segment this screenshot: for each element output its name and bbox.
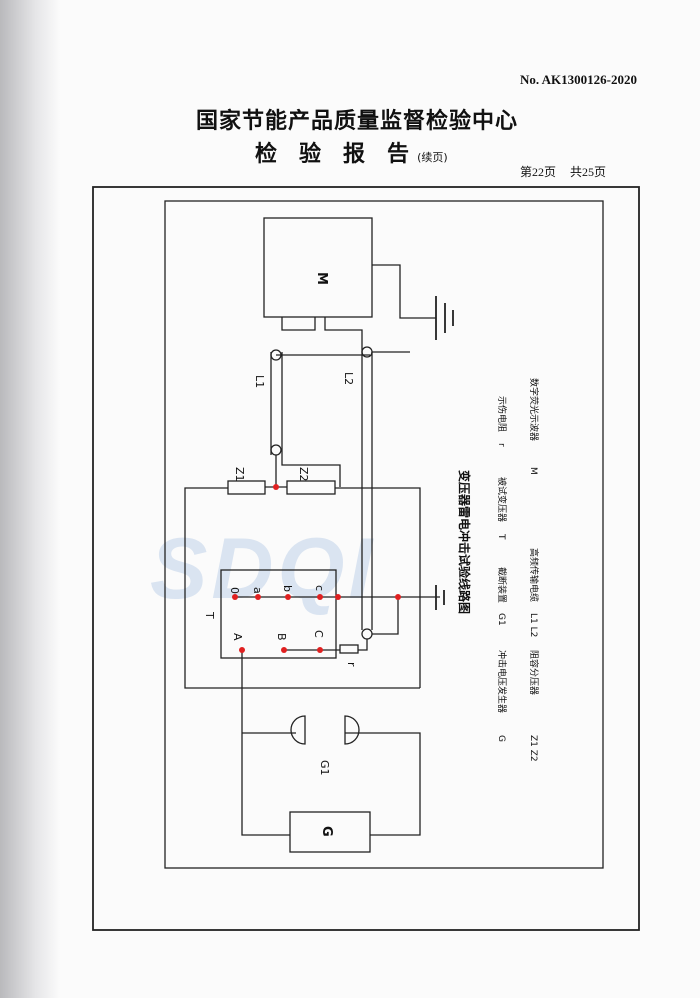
label-g: G xyxy=(319,826,334,837)
ground-wire-m xyxy=(372,264,436,319)
sphere-gap-g1-right xyxy=(344,715,360,745)
title-char: 验 xyxy=(299,142,322,167)
page-indicator: 第22页共25页 xyxy=(520,163,620,180)
label-g1: G1 xyxy=(318,760,331,776)
title-char: 告 xyxy=(387,142,410,167)
divider-z2 xyxy=(286,480,336,495)
title-char: 检 xyxy=(255,142,278,167)
sphere-gap-g1-left xyxy=(290,715,306,745)
divider-z1 xyxy=(227,480,266,495)
legend-l-text: 高频传输电缆 xyxy=(528,548,540,602)
legend-g1-symbol: G1 xyxy=(496,613,506,626)
shunt-resistor-r xyxy=(339,644,359,654)
label-z2: Z2 xyxy=(297,467,310,482)
label-t: T xyxy=(203,611,216,619)
oscilloscope-box xyxy=(263,217,373,318)
legend-z-text: 阻容分压器 xyxy=(528,650,540,695)
test-transformer-box xyxy=(220,569,337,659)
continued-label: (续页) xyxy=(417,151,448,164)
label-c: c xyxy=(313,585,326,591)
organization-title: 国家节能产品质量监督检验中心 xyxy=(196,109,519,134)
title-char: 报 xyxy=(343,142,366,167)
legend-t-symbol: T xyxy=(496,533,506,540)
label-z1: Z1 xyxy=(233,467,246,482)
label-A: A xyxy=(231,633,244,641)
legend-g-text: 冲击电压发生器 xyxy=(496,650,508,713)
label-a: a xyxy=(251,587,264,594)
label-l1: L1 xyxy=(253,375,266,388)
label-r: r xyxy=(345,662,358,667)
label-b: b xyxy=(281,585,294,592)
label-o: 0 xyxy=(228,587,241,594)
outer-border xyxy=(92,186,640,931)
impulse-generator-box xyxy=(289,811,371,853)
legend-g1-text: 截断装置 xyxy=(496,567,508,603)
label-m: M xyxy=(314,272,329,285)
diagram-title: 变压器雷电冲击试验线路图 xyxy=(457,470,472,614)
report-title: 检验报告 (续页) xyxy=(255,136,448,168)
watermark-logo: SDQI xyxy=(150,521,377,617)
legend-m-text: 数字荧光示波器 xyxy=(528,378,540,441)
connection-nodes xyxy=(232,484,401,653)
legend-g-symbol: G xyxy=(496,735,506,742)
label-l2: L2 xyxy=(342,372,355,385)
legend-t-text: 被试变压器 xyxy=(496,477,508,522)
legend-r-text: 示伤电阻 xyxy=(496,396,508,432)
document-number: No. AK1300126-2020 xyxy=(520,72,637,87)
legend-m-symbol: M xyxy=(528,467,538,475)
legend-r-symbol: r xyxy=(496,443,506,447)
page-current: 第22页 xyxy=(520,165,557,179)
page-total: 共25页 xyxy=(570,165,607,179)
inner-frame xyxy=(164,200,604,869)
scan-shadow xyxy=(0,0,60,998)
label-C: C xyxy=(312,630,325,638)
legend-z-symbol: Z1 Z2 xyxy=(528,735,538,762)
legend-l-symbol: L1 L2 xyxy=(528,613,538,637)
label-B: B xyxy=(275,633,288,641)
